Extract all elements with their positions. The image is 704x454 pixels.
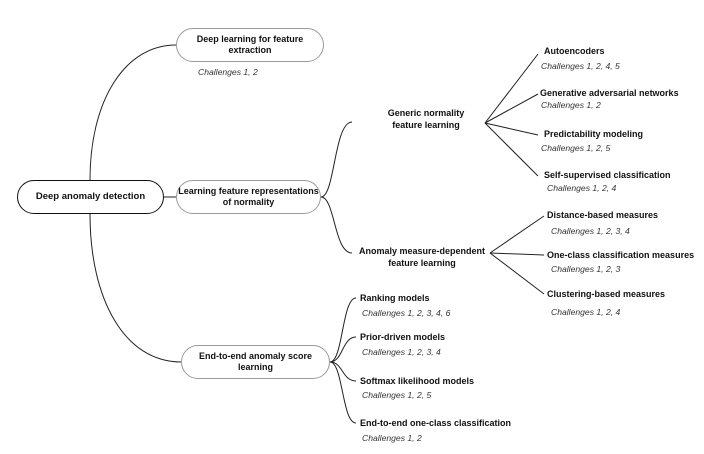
branch-normality: Learning feature representations of norm… bbox=[176, 180, 321, 214]
challenges-autoencoders: Challenges 1, 2, 4, 5 bbox=[541, 61, 620, 71]
branch-normality-title: Learning feature representations of norm… bbox=[178, 185, 319, 207]
leaf-clustering-based: Clustering-based measures bbox=[547, 289, 666, 299]
leaf-autoencoders: Autoencoders bbox=[544, 46, 605, 56]
branch-end-to-end-title: End-to-end anomaly score learning bbox=[198, 350, 313, 372]
edge-generic-predictability bbox=[484, 122, 539, 136]
measure-dependent-title: Anomaly measure-dependent feature learni… bbox=[358, 246, 486, 268]
leaf-ranking-models: Ranking models bbox=[360, 293, 430, 303]
challenges-ranking-models: Challenges 1, 2, 3, 4, 6 bbox=[362, 308, 451, 318]
leaf-one-class-measures: One-class classification measures bbox=[547, 250, 695, 260]
edge-normality-measure bbox=[320, 196, 353, 254]
leaf-softmax-likelihood: Softmax likelihood models bbox=[360, 376, 475, 386]
edge-e2e-prior bbox=[329, 336, 357, 363]
generic-normality-title: Generic normality feature learning bbox=[387, 108, 465, 130]
edge-generic-autoencoders bbox=[484, 53, 539, 124]
edge-generic-gan bbox=[484, 93, 539, 124]
challenges-end-to-end-one-class: Challenges 1, 2 bbox=[362, 433, 422, 443]
challenges-deep-feature: Challenges 1, 2 bbox=[198, 67, 258, 77]
challenges-predictability: Challenges 1, 2, 5 bbox=[541, 143, 611, 153]
branch-deep-feature-title: Deep learning for feature extraction bbox=[196, 33, 304, 55]
leaf-end-to-end-one-class: End-to-end one-class classification bbox=[360, 418, 512, 428]
leaf-distance-based: Distance-based measures bbox=[547, 210, 659, 220]
challenges-gan: Challenges 1, 2 bbox=[541, 100, 601, 110]
challenges-distance-based: Challenges 1, 2, 3, 4 bbox=[551, 226, 630, 236]
edge-measure-distance bbox=[489, 215, 545, 254]
edge-e2e-oneclass bbox=[329, 361, 357, 424]
challenges-clustering-based: Challenges 1, 2, 4 bbox=[551, 307, 621, 317]
edge-measure-clustering bbox=[489, 252, 545, 295]
challenges-self-supervised: Challenges 1, 2, 4 bbox=[547, 183, 617, 193]
challenges-one-class-measures: Challenges 1, 2, 3 bbox=[551, 264, 621, 274]
edge-normality-generic bbox=[320, 121, 353, 198]
challenges-softmax-likelihood: Challenges 1, 2, 5 bbox=[362, 390, 432, 400]
root-node: Deep anomaly detection bbox=[17, 180, 164, 214]
leaf-gan: Generative adversarial networks bbox=[540, 88, 679, 98]
challenges-prior-driven-models: Challenges 1, 2, 3, 4 bbox=[362, 347, 441, 357]
root-label: Deep anomaly detection bbox=[35, 191, 146, 203]
branch-deep-feature-extraction: Deep learning for feature extraction bbox=[176, 28, 324, 62]
leaf-self-supervised: Self-supervised classification bbox=[544, 170, 671, 180]
edge-root-deep-feature bbox=[89, 44, 177, 181]
edge-generic-selfsupervised bbox=[484, 122, 539, 177]
edge-e2e-ranking bbox=[329, 297, 357, 363]
edge-measure-oneclass bbox=[489, 252, 545, 256]
leaf-predictability: Predictability modeling bbox=[544, 129, 644, 139]
edge-root-end-to-end bbox=[89, 213, 182, 363]
leaf-prior-driven-models: Prior-driven models bbox=[360, 332, 446, 342]
branch-end-to-end: End-to-end anomaly score learning bbox=[181, 345, 330, 379]
